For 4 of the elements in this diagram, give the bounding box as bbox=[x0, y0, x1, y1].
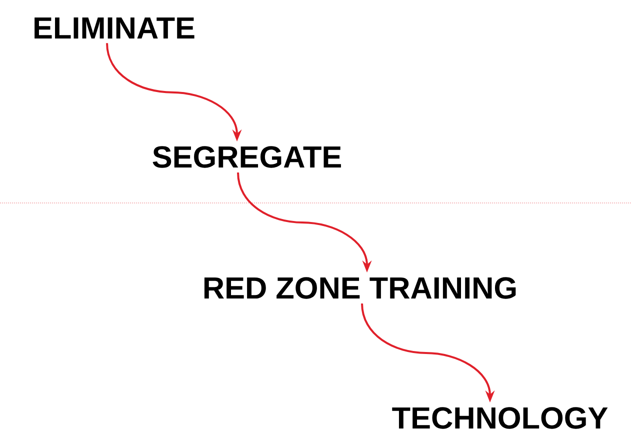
step-label: RED ZONE TRAINING bbox=[204, 277, 516, 299]
step-label: ELIMINATE bbox=[34, 17, 194, 39]
step-label: SEGREGATE bbox=[152, 146, 341, 168]
step-label: TECHNOLOGY bbox=[392, 407, 608, 429]
